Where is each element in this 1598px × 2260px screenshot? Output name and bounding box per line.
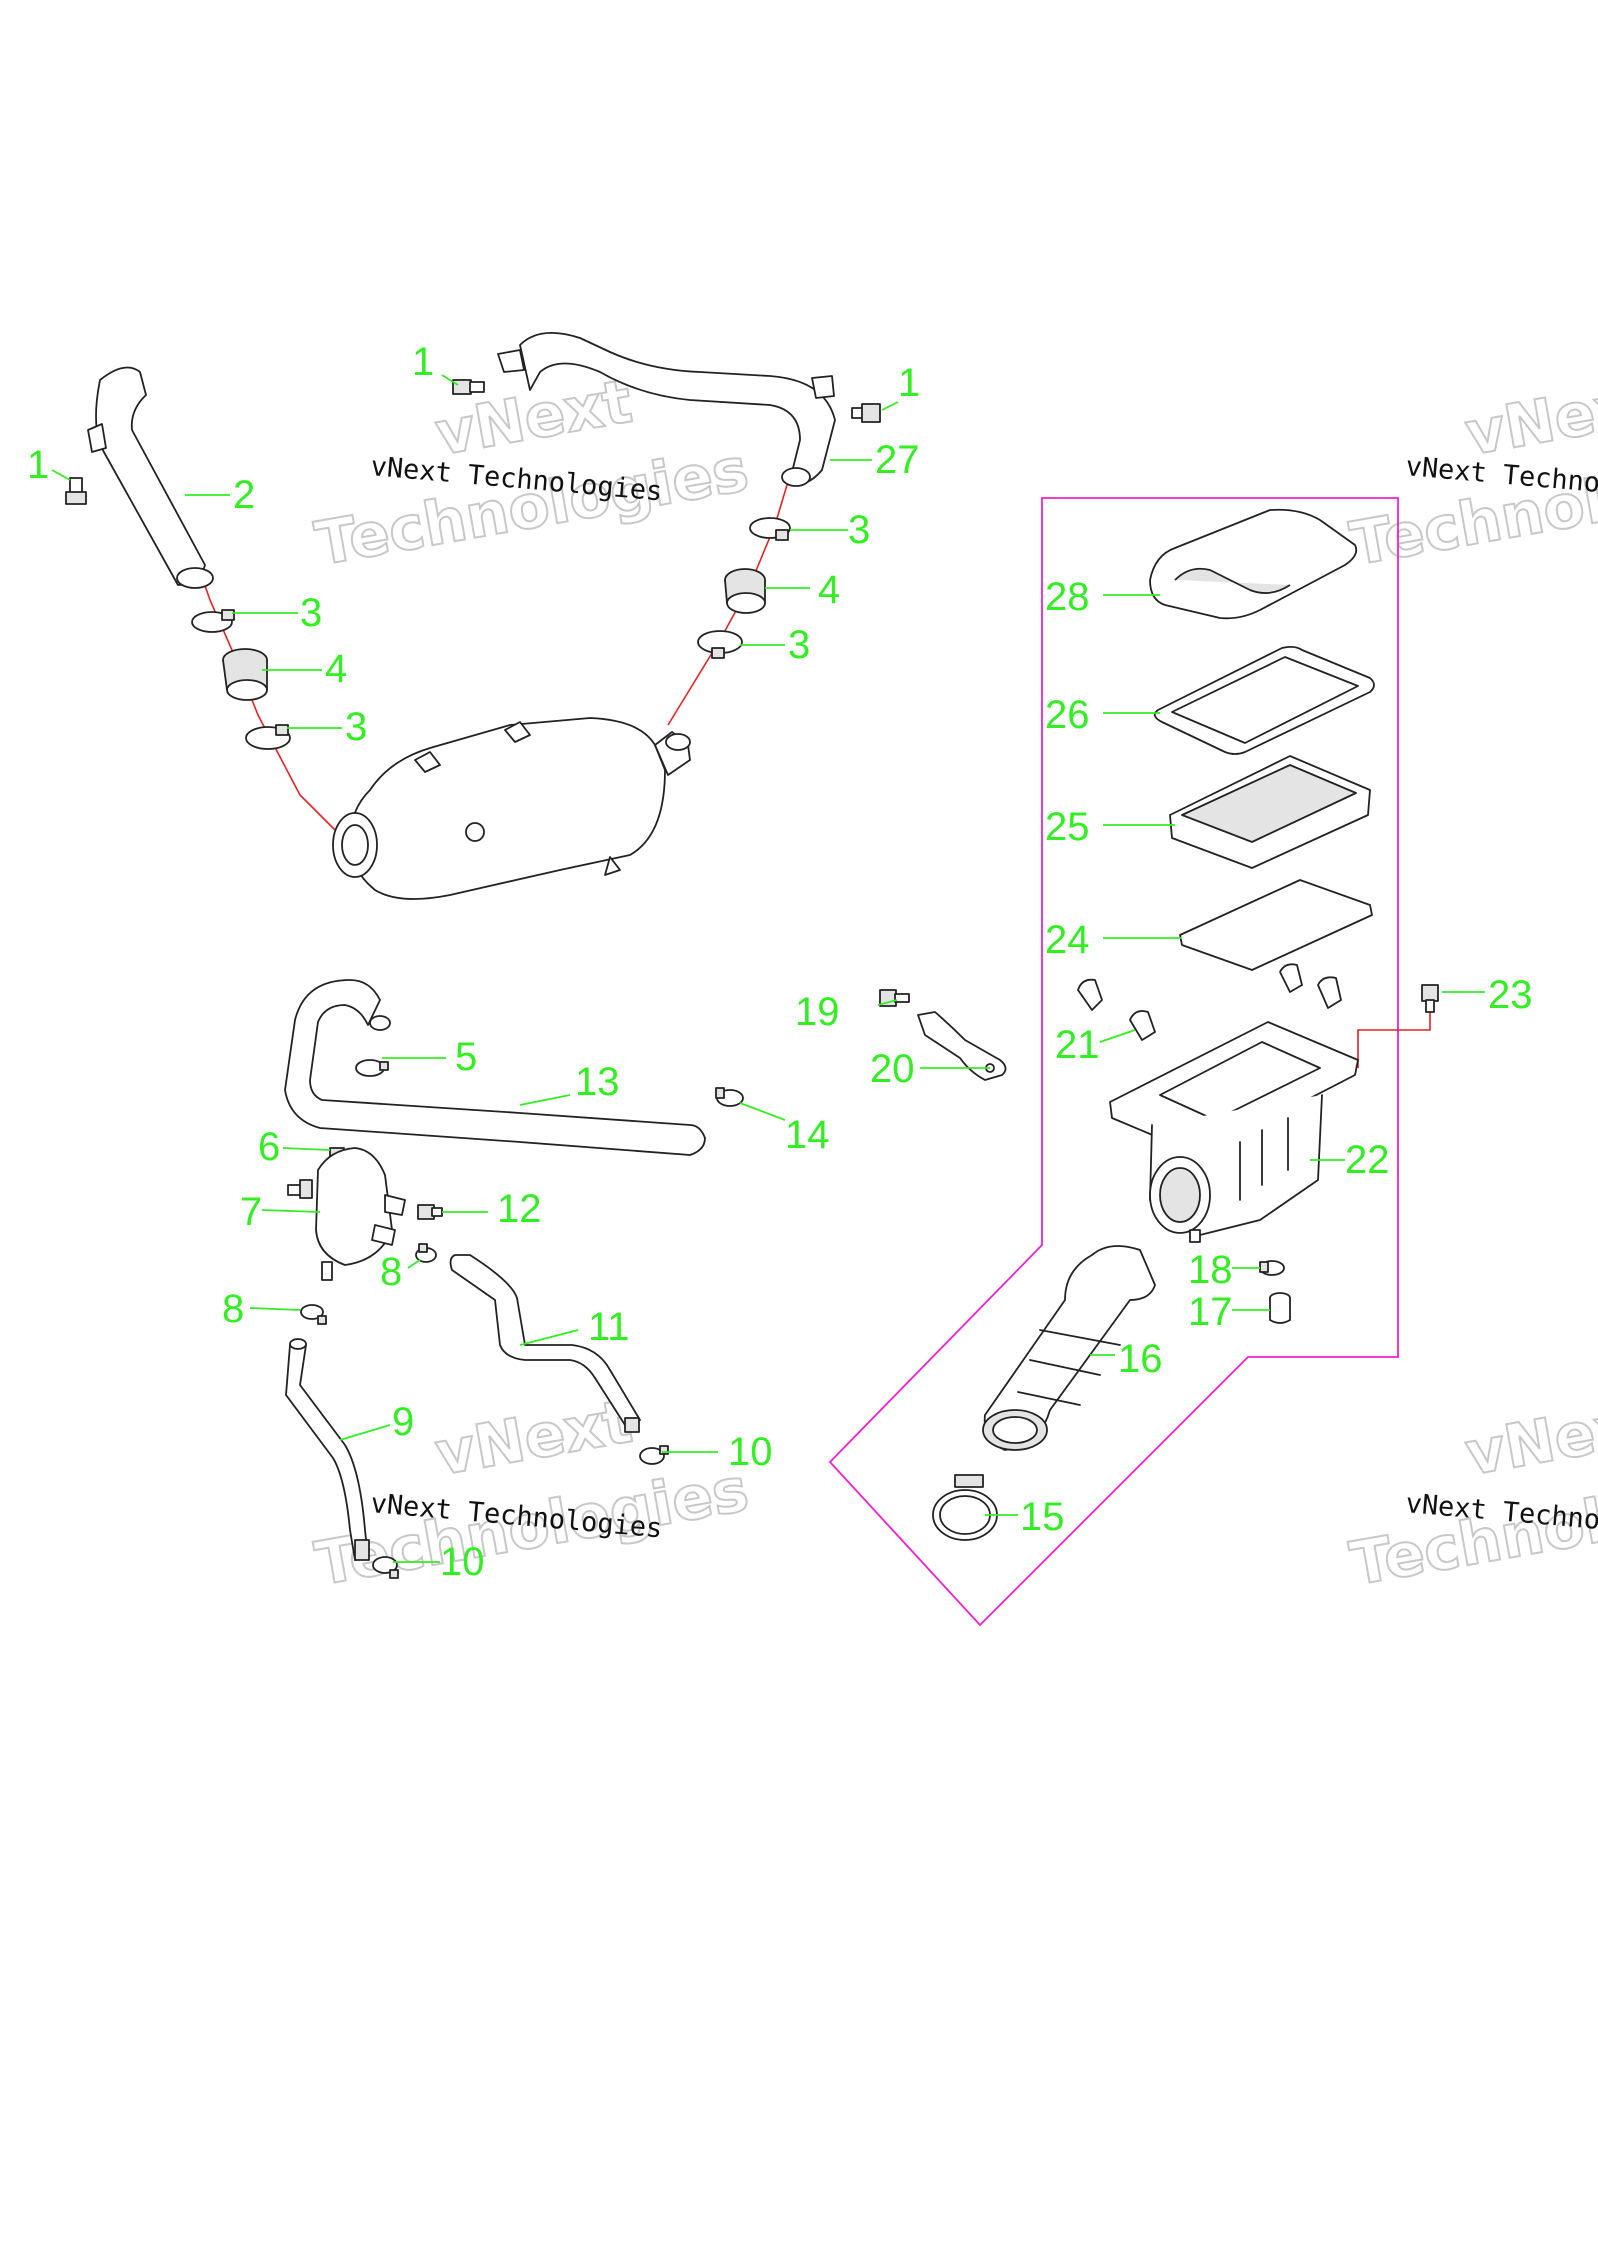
leader-14 <box>739 1102 786 1121</box>
callout-7: 7 <box>240 1190 262 1234</box>
retaining-clip-21c <box>1279 963 1303 993</box>
clip-14 <box>715 1087 744 1107</box>
clip-10a <box>639 1445 669 1465</box>
callout-22: 22 <box>1345 1138 1390 1182</box>
clip-5 <box>355 1059 389 1077</box>
callout-21: 21 <box>1055 1023 1100 1067</box>
clip-18 <box>1259 1260 1285 1276</box>
callout-16: 16 <box>1118 1337 1163 1381</box>
callout-10-right: 10 <box>728 1430 773 1474</box>
drain-plug-17 <box>1269 1292 1291 1324</box>
leader-6 <box>282 1147 331 1151</box>
callout-1-left: 1 <box>27 443 49 487</box>
callout-1-right: 1 <box>898 361 920 405</box>
callout-3-right-lower: 3 <box>788 623 810 667</box>
callout-26: 26 <box>1045 693 1090 737</box>
air-filter-25 <box>1169 755 1371 869</box>
callout-27: 27 <box>875 438 920 482</box>
hose-clamp-3a <box>191 609 235 633</box>
leader-19 <box>877 999 898 1006</box>
callout-18: 18 <box>1188 1248 1233 1292</box>
callout-8-left: 8 <box>222 1287 244 1331</box>
hose-clamp-3d <box>697 630 743 659</box>
leader-11 <box>519 1329 579 1346</box>
intake-duct-16 <box>982 1245 1156 1451</box>
retaining-clip-21a <box>1077 978 1103 1011</box>
watermark-4-big-top: vNext <box>1460 1387 1598 1490</box>
rubber-coupler-4a <box>222 648 268 701</box>
assembly-line-bolt-23 <box>1357 1000 1431 1068</box>
leader-1b <box>441 374 459 386</box>
callout-12: 12 <box>497 1187 542 1231</box>
leader-1a <box>51 469 71 481</box>
callout-14: 14 <box>785 1113 830 1157</box>
watermark-3-big-top: vNext <box>430 1387 637 1490</box>
hose-clamp-3b <box>245 724 291 750</box>
bolt-12 <box>417 1204 443 1220</box>
watermark-2: vNext Technologies vNext Technologies <box>1344 366 1598 581</box>
hose-9 <box>285 1338 370 1561</box>
callout-1-top: 1 <box>412 340 434 384</box>
leader-7 <box>261 1209 321 1213</box>
callout-9: 9 <box>392 1400 414 1444</box>
hose-clamp-15 <box>932 1474 998 1541</box>
callout-3-left-lower: 3 <box>345 705 367 749</box>
callout-23: 23 <box>1488 973 1533 1017</box>
filter-screen-24 <box>1179 879 1373 971</box>
callout-5: 5 <box>455 1035 477 1079</box>
hose-clamp-3c <box>749 517 791 541</box>
callout-8-right: 8 <box>380 1250 402 1294</box>
watermark-2-big-top: vNext <box>1460 367 1598 470</box>
clip-10b <box>372 1556 399 1579</box>
air-box-lid-28 <box>1149 508 1358 620</box>
intake-pipe-27 <box>497 332 836 487</box>
callout-4-right: 4 <box>818 568 840 612</box>
callout-4-left: 4 <box>325 647 347 691</box>
leader-13 <box>519 1094 571 1106</box>
callout-20: 20 <box>870 1047 915 1091</box>
leader-21 <box>1099 1029 1136 1043</box>
callout-11: 11 <box>588 1305 630 1349</box>
callout-13: 13 <box>575 1060 620 1104</box>
bolt-7-side <box>287 1179 313 1199</box>
bolt-1-left <box>65 477 87 505</box>
callout-10-lower: 10 <box>440 1540 485 1584</box>
callout-15: 15 <box>1020 1495 1065 1539</box>
retaining-clip-21d <box>1317 976 1342 1009</box>
callout-19: 19 <box>795 990 840 1034</box>
leader-8a <box>249 1307 301 1311</box>
callout-2: 2 <box>233 473 255 517</box>
intake-pipe-2 <box>87 366 214 589</box>
callout-6: 6 <box>258 1125 280 1169</box>
bolt-23 <box>1421 984 1439 1013</box>
callout-3-right-upper: 3 <box>848 508 870 552</box>
bolt-1-top <box>452 379 485 395</box>
bracket-20 <box>917 1011 1007 1081</box>
hose-11 <box>449 1254 641 1433</box>
clip-8b <box>415 1243 437 1263</box>
callout-17: 17 <box>1188 1290 1233 1334</box>
rubber-coupler-4b <box>724 568 766 614</box>
cvt-cover-housing <box>332 717 691 900</box>
callout-28: 28 <box>1045 575 1090 619</box>
callout-3-left-upper: 3 <box>300 591 322 635</box>
oil-separator-7 <box>315 1147 406 1281</box>
retaining-clip-21b <box>1129 1010 1156 1041</box>
clip-8a <box>300 1304 327 1325</box>
air-box-housing-22 <box>1109 1021 1359 1243</box>
breather-hose-13 <box>284 979 706 1156</box>
air-box-group-boundary <box>828 497 1399 1627</box>
air-box-seal-26 <box>1153 645 1375 755</box>
callout-24: 24 <box>1045 918 1090 962</box>
callout-25: 25 <box>1045 805 1090 849</box>
watermark-4: vNext Technologies vNext Technologies <box>1344 1386 1598 1601</box>
leader-1c <box>881 401 899 411</box>
leader-8b <box>407 1259 421 1269</box>
bolt-1-right <box>851 403 881 423</box>
leader-9 <box>339 1424 391 1441</box>
